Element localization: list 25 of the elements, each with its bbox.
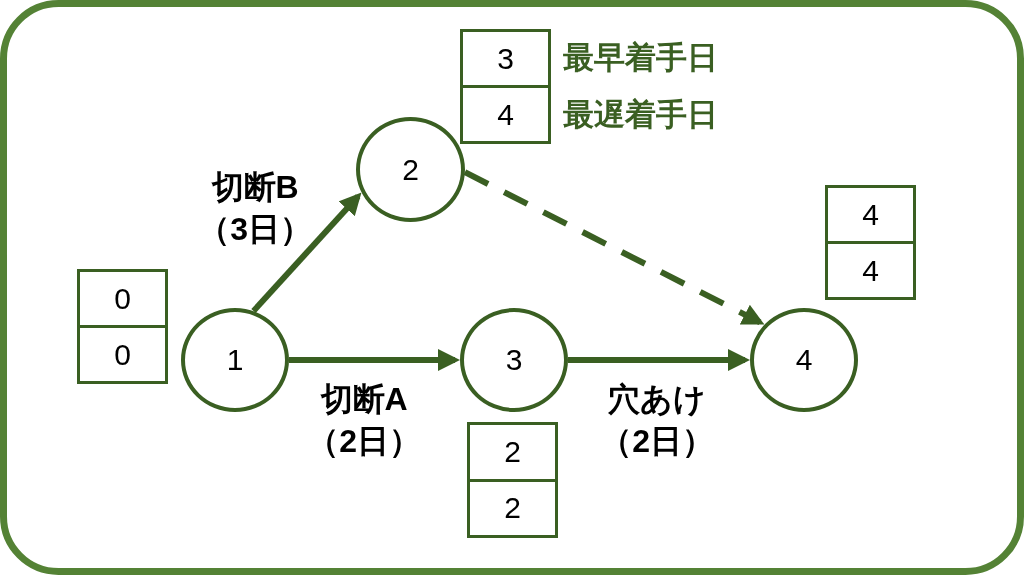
arrow (289, 349, 460, 371)
arrow (568, 349, 750, 371)
date-table (77, 269, 168, 384)
event-circle: 2 (356, 117, 465, 222)
event-circle: 3 (460, 308, 568, 412)
date-table (825, 185, 916, 300)
day-number: 3 (496, 40, 515, 77)
edge-label: 穴あけ（2日） (599, 380, 715, 461)
day-number: 4 (861, 196, 880, 233)
row-label: 最早着手日 (563, 41, 718, 73)
event-circle: 1 (181, 308, 289, 412)
event-circle: 4 (750, 308, 858, 412)
date-table (467, 422, 558, 538)
day-number: 4 (828, 241, 913, 297)
day-number: 0 (113, 280, 132, 317)
edge-label: 切断B（3日） (197, 168, 313, 249)
day-number: 2 (470, 478, 555, 535)
date-table (460, 29, 551, 144)
day-number: 4 (463, 85, 548, 141)
day-number: 0 (80, 325, 165, 381)
arrow (251, 192, 362, 314)
day-number: 2 (503, 433, 522, 470)
edge-label: 切断A（2日） (306, 380, 422, 461)
dashed-arrow (463, 169, 765, 325)
row-label: 最遅着手日 (563, 99, 718, 131)
